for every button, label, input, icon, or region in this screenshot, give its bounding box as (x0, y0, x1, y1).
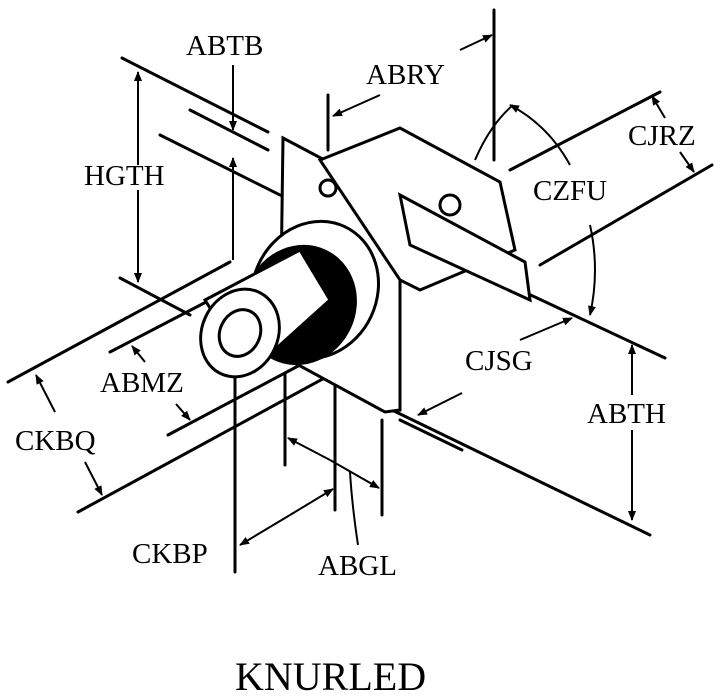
label-abmz: ABMZ (100, 367, 184, 399)
label-abtb: ABTB (186, 30, 263, 62)
extension-lines (6, 8, 714, 574)
knurled-part (199, 126, 532, 414)
label-abgl: ABGL (318, 550, 397, 582)
diagram-title: KNURLED (235, 654, 426, 699)
label-abry: ABRY (366, 59, 445, 91)
dimension-arrows (35, 34, 695, 546)
label-cjsg: CJSG (465, 345, 533, 377)
label-abth: ABTH (587, 398, 666, 430)
label-cjrz: CJRZ (628, 120, 696, 152)
label-czfu: CZFU (533, 175, 607, 207)
label-hgth: HGTH (84, 160, 165, 192)
label-ckbp: CKBP (132, 538, 208, 570)
label-ckbq: CKBQ (15, 425, 96, 457)
